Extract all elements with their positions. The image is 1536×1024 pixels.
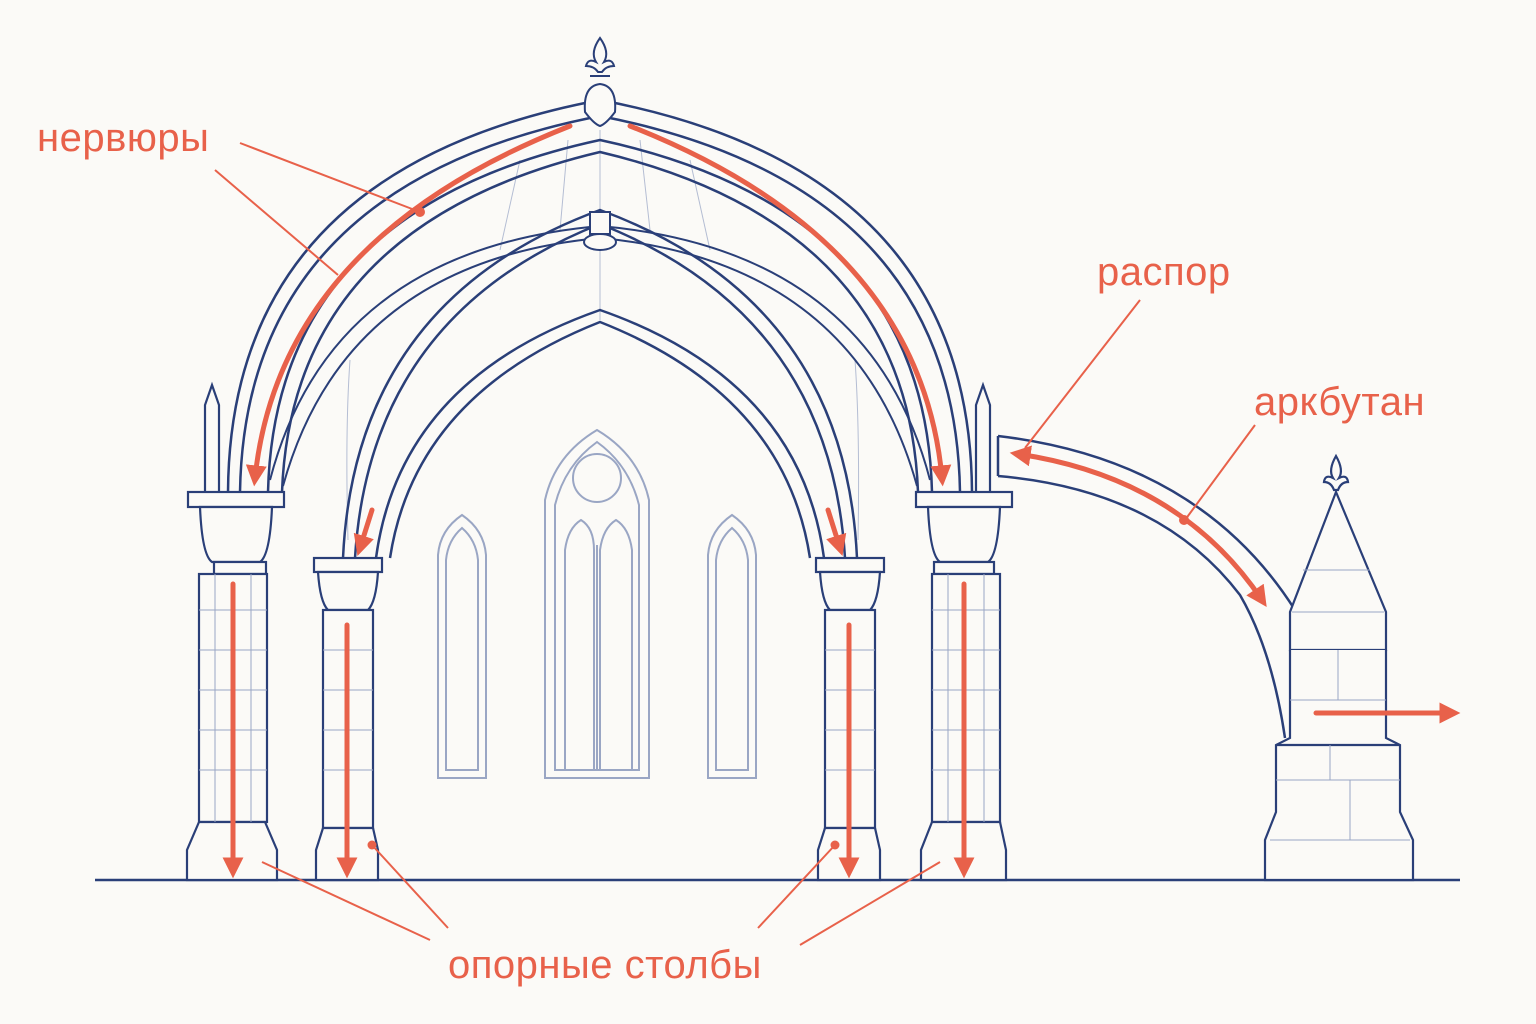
buttress-pier-joints [1270,569,1410,841]
diagonal-ribs [269,225,931,487]
label-thrust: распор [1097,250,1231,294]
leader-buttress [1184,424,1256,521]
leader-thrust [1024,299,1141,449]
leader-pier-3 [757,844,836,929]
inner-rib-arrow-left [353,507,375,557]
leader-dots [367,207,1189,850]
buttress-arrow [1009,445,1267,607]
keystone-boss [583,36,617,251]
label-ribs: нервюры [37,116,210,160]
label-piers: опорные столбы [448,943,762,987]
force-arrows [222,123,1461,879]
rib-force-arrow-left [245,123,573,487]
leader-ribs-2 [214,169,339,276]
leader-pier-2 [371,844,449,929]
buttress-pier [1263,453,1415,882]
rib-force-arrow-right [627,123,952,487]
inner-rib-arrow-right [825,507,847,557]
leader-lines [214,142,1256,946]
leader-pier-1 [261,861,431,941]
windows [437,428,757,779]
leader-ribs-1 [239,142,421,213]
leader-pier-4 [799,861,941,946]
label-flying-buttress: аркбутан [1254,380,1426,424]
